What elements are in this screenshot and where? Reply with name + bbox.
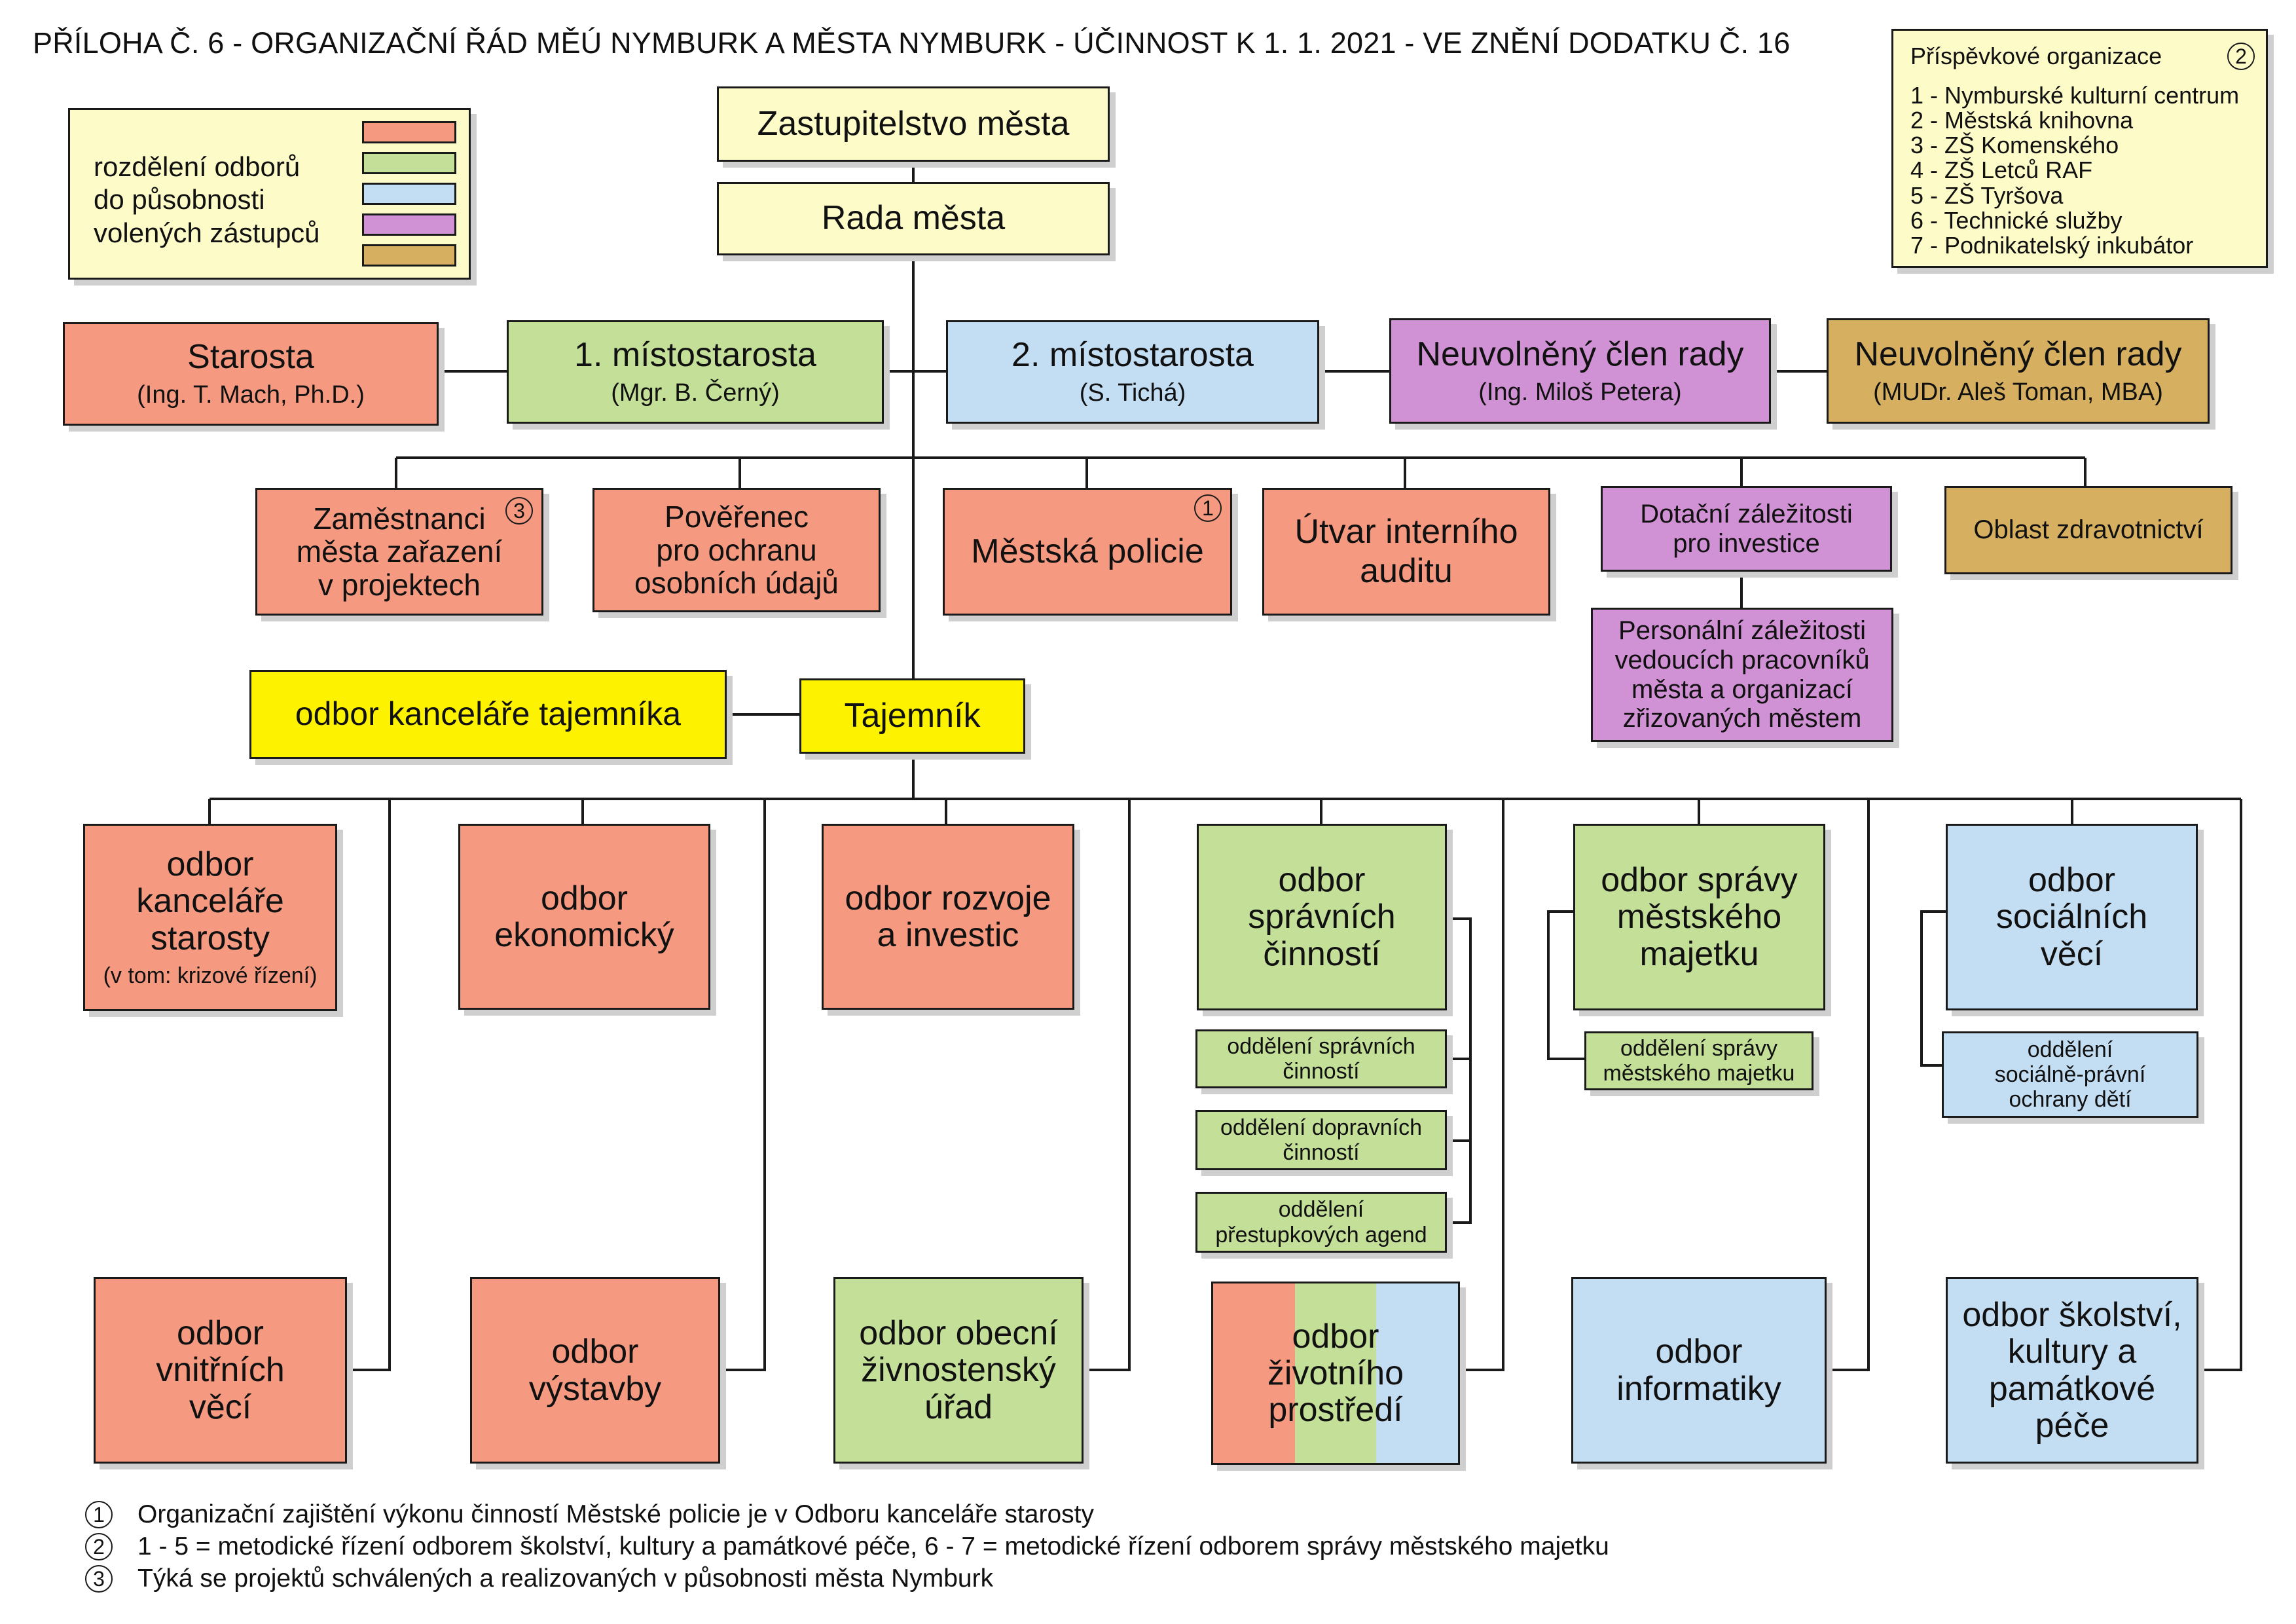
secretary-office-box: odbor kanceláře tajemníka <box>249 670 727 759</box>
legend-swatch-purple <box>362 213 456 236</box>
city-council-box: Zastupitelstvo města <box>717 86 1110 162</box>
social-department-box: odbor sociálních věcí <box>1946 824 2198 1010</box>
footnotes: 1 Organizační zajištění výkonu činností … <box>85 1498 1609 1595</box>
city-board-box: Rada města <box>717 182 1110 255</box>
org-item: 6 - Technické služby <box>1910 206 2123 234</box>
personnel-matters-box: Personální záležitosti vedoucích pracovn… <box>1591 608 1893 742</box>
page-title: PŘÍLOHA Č. 6 - ORGANIZAČNÍ ŘÁD MĚÚ NYMBU… <box>33 26 1791 60</box>
deputy-mayor-2-box: 2. místostarosta (S. Tichá) <box>946 320 1319 424</box>
property-section-box: oddělení správy městského majetku <box>1584 1031 1813 1090</box>
grants-box: Dotační záležitosti pro investice <box>1601 486 1892 572</box>
development-department-box: odbor rozvoje a investic <box>822 824 1074 1010</box>
env-green-segment <box>1294 1283 1377 1463</box>
org-item: 4 - ZŠ Letců RAF <box>1910 157 2093 184</box>
legend-swatch-brown <box>362 244 456 267</box>
environment-department-label: odbor životního prostředí <box>1267 1317 1404 1430</box>
admin-section-box: oddělení správních činností <box>1195 1029 1447 1088</box>
orgs-list: 1 - Nymburské kulturní centrum 2 - Městs… <box>1910 83 2239 258</box>
it-department-box: odbor informatiky <box>1571 1277 1827 1464</box>
env-blue-segment <box>1376 1283 1459 1463</box>
deputy-mayor-1-box: 1. místostarosta (Mgr. B. Černý) <box>507 320 884 424</box>
child-protection-section-box: oddělení sociálně-právní ochrany dětí <box>1942 1031 2198 1118</box>
police-note-badge: 1 <box>1194 494 1222 522</box>
construction-department-box: odbor výstavby <box>470 1277 720 1464</box>
footnote-3: 3 Týká se projektů schválených a realizo… <box>85 1562 1609 1595</box>
orgs-badge: 2 <box>2227 43 2255 70</box>
education-department-box: odbor školství, kultury a památkové péče <box>1946 1277 2198 1464</box>
color-legend: rozdělení odborů do působnosti volených … <box>68 108 471 280</box>
secretary-box: Tajemník <box>799 678 1025 754</box>
legend-text: rozdělení odborů do působnosti volených … <box>94 151 320 248</box>
mayor-box: Starosta (Ing. T. Mach, Ph.D.) <box>63 322 439 426</box>
org-item: 1 - Nymburské kulturní centrum <box>1910 82 2240 109</box>
mayor-office-department-box: odbor kanceláře starosty (v tom: krizové… <box>83 824 337 1011</box>
data-protection-officer-box: Pověřenec pro ochranu osobních údajů <box>592 488 881 612</box>
footnote-2: 2 1 - 5 = metodické řízení odborem škols… <box>85 1530 1609 1562</box>
legend-swatch-green <box>362 152 456 174</box>
legend-swatch-blue <box>362 183 456 205</box>
trade-department-box: odbor obecní živnostenský úřad <box>833 1277 1084 1464</box>
env-red-segment <box>1213 1283 1295 1463</box>
org-item: 2 - Městská knihovna <box>1910 107 2134 134</box>
org-item: 3 - ZŠ Komenského <box>1910 132 2119 159</box>
offences-section-box: oddělení přestupkových agend <box>1195 1192 1447 1253</box>
project-employees-box: Zaměstnanci města zařazení v projektech <box>255 488 543 616</box>
environment-department-box <box>1211 1282 1460 1465</box>
employees-note-badge: 3 <box>505 497 533 525</box>
orgs-heading: Příspěvkové organizace <box>1910 43 2162 69</box>
org-item: 7 - Podnikatelský inkubátor <box>1910 231 2194 259</box>
administrative-department-box: odbor správních činností <box>1197 824 1447 1010</box>
city-police-box: Městská policie <box>943 488 1232 616</box>
board-member-2-box: Neuvolněný člen rady (MUDr. Aleš Toman, … <box>1827 318 2210 424</box>
board-member-1-box: Neuvolněný člen rady (Ing. Miloš Petera) <box>1389 318 1771 424</box>
footnote-1: 1 Organizační zajištění výkonu činností … <box>85 1498 1609 1530</box>
healthcare-box: Oblast zdravotnictví <box>1944 486 2232 574</box>
interior-department-box: odbor vnitřních věcí <box>94 1277 347 1464</box>
transport-section-box: oddělení dopravních činností <box>1195 1110 1447 1170</box>
property-department-box: odbor správy městského majetku <box>1573 824 1825 1010</box>
economic-department-box: odbor ekonomický <box>458 824 710 1010</box>
legend-swatch-red <box>362 121 456 143</box>
contributory-organizations: Příspěvkové organizace 2 1 - Nymburské k… <box>1891 29 2268 268</box>
internal-audit-box: Útvar interního auditu <box>1262 488 1550 616</box>
org-item: 5 - ZŠ Tyršova <box>1910 181 2064 209</box>
